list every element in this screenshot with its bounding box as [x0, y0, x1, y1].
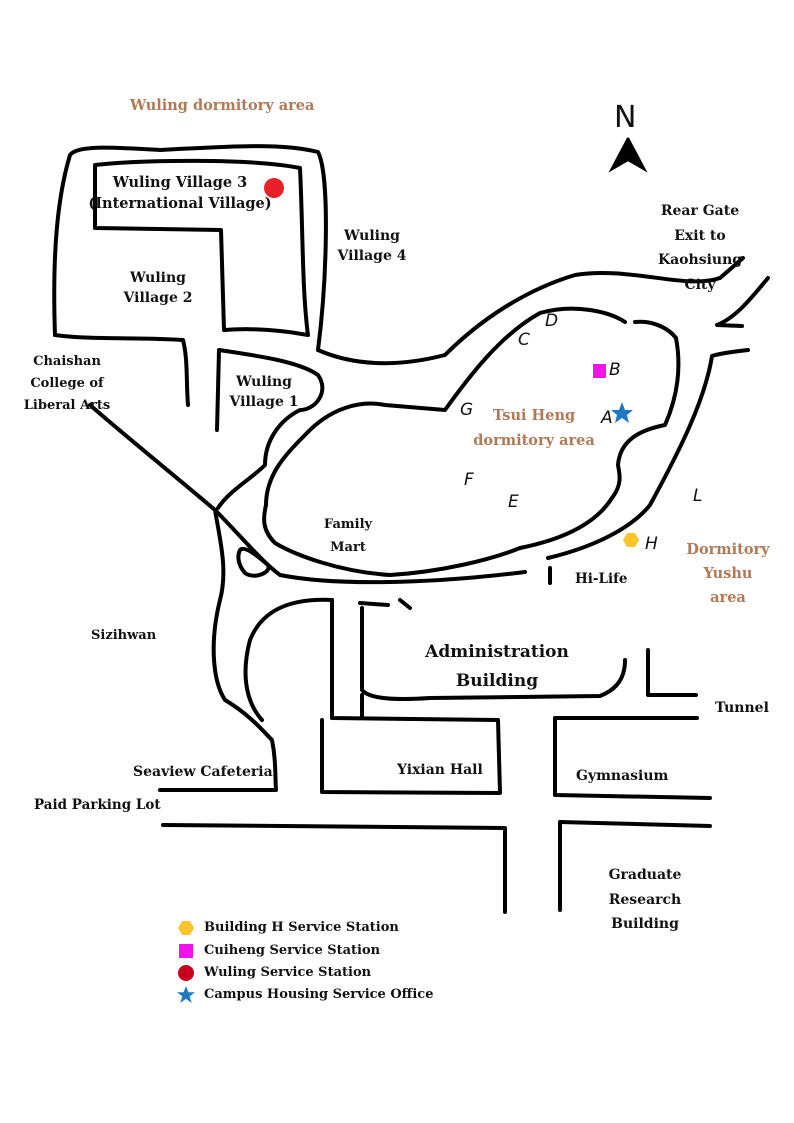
- building-h-label: H: [645, 534, 658, 554]
- wuling-village-2-label: Wuling Village 2: [123, 270, 193, 307]
- star-icon: [177, 986, 195, 1003]
- wuling-service-station-marker: [264, 178, 284, 198]
- building-d-label: D: [545, 311, 559, 331]
- wuling-village-3-label: Wuling Village 3 (International Village): [88, 174, 272, 213]
- wuling-village-1-label: Wuling Village 1: [229, 374, 299, 411]
- housing-office-marker: [611, 402, 633, 423]
- building-e-label: E: [508, 492, 519, 512]
- building-f-label: F: [464, 470, 474, 490]
- seaview-cafeteria-label: Seaview Cafeteria: [133, 764, 273, 780]
- north-arrow-icon: [608, 137, 648, 173]
- wuling-dormitory-area-label: Wuling dormitory area: [130, 97, 315, 114]
- square-icon: [179, 944, 193, 958]
- building-h-service-station-marker: [623, 533, 639, 547]
- building-c-label: C: [518, 330, 530, 350]
- graduate-research-building-label: Graduate Research Building: [608, 867, 682, 932]
- tunnel-label: Tunnel: [715, 700, 769, 716]
- legend-label: Campus Housing Service Office: [204, 987, 434, 1002]
- yushu-dormitory-area-label: Dormitory Yushu area: [686, 541, 770, 606]
- building-g-label: G: [460, 400, 474, 420]
- legend-label: Wuling Service Station: [204, 965, 372, 980]
- building-b-label: B: [609, 360, 621, 380]
- rear-gate-label: Rear Gate Exit to Kaohsiung City: [657, 203, 743, 293]
- legend-label: Building H Service Station: [204, 920, 399, 935]
- sizihwan-label: Sizihwan: [91, 628, 157, 643]
- hexagon-icon: [178, 921, 194, 935]
- wuling-village-4-label: Wuling Village 4: [337, 228, 407, 265]
- building-l-label: L: [693, 486, 703, 506]
- family-mart-label: Family Mart: [323, 517, 373, 555]
- tsui-heng-dormitory-area-label: Tsui Heng dormitory area: [473, 407, 595, 450]
- paid-parking-lot-label: Paid Parking Lot: [34, 797, 161, 813]
- chaishan-college-label: Chaishan College of Liberal Arts: [23, 354, 111, 414]
- circle-icon: [178, 965, 194, 981]
- hi-life-label: Hi-Life: [575, 571, 628, 587]
- cuiheng-service-station-marker: [593, 364, 606, 378]
- building-a-label: A: [601, 408, 613, 428]
- legend-label: Cuiheng Service Station: [204, 943, 381, 958]
- gymnasium-label: Gymnasium: [576, 768, 669, 784]
- yixian-hall-label: Yixian Hall: [397, 762, 483, 778]
- north-label: N: [614, 100, 637, 135]
- administration-building-label: Administration Building: [425, 642, 569, 691]
